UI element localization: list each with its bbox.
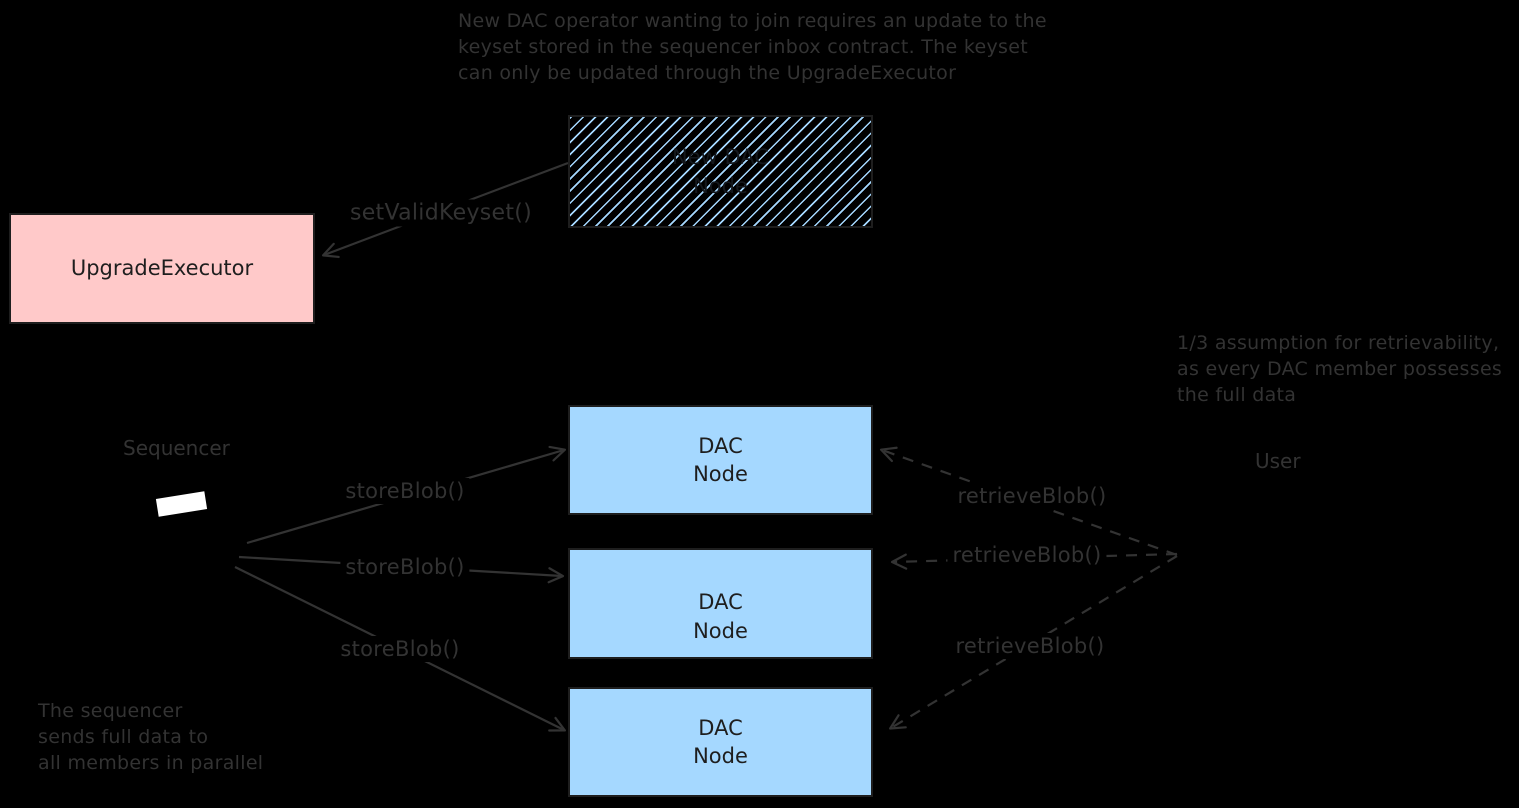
dac-node-label-2: DAC Node	[693, 590, 748, 643]
upgrade-executor-box: UpgradeExecutor	[9, 213, 315, 324]
sequencer-label: Sequencer	[123, 436, 230, 460]
sequencer-laptop-screen-icon	[155, 491, 208, 517]
retrieve-blob-edge-label-2: retrieveBlob()	[947, 542, 1107, 568]
store-blob-edge-label-2: storeBlob()	[340, 554, 470, 580]
store-blob-edge-label-1: storeBlob()	[340, 478, 470, 504]
note-retrievability-assumption: 1/3 assumption for retrievability, as ev…	[1177, 332, 1503, 406]
dac-node-label-1: DAC Node	[693, 433, 748, 486]
note-keyset-update: New DAC operator wanting to join require…	[458, 10, 1047, 84]
user-label: User	[1255, 449, 1301, 473]
upgrade-executor-label: UpgradeExecutor	[70, 256, 254, 281]
dac-node-box-3: DAC Node	[568, 687, 873, 797]
dac-node-box-1: DAC Node	[568, 405, 873, 515]
new-dac-node-label: New DAC Node	[672, 145, 769, 198]
dac-node-box-2: DAC Node	[568, 548, 873, 659]
set-valid-keyset-edge-label: setValidKeyset()	[344, 199, 538, 227]
retrieve-blob-edge-label-3: retrieveBlob()	[950, 633, 1110, 659]
new-dac-node-box: New DAC Node	[568, 115, 873, 228]
retrieve-blob-edge-label-1: retrieveBlob()	[952, 483, 1112, 509]
store-blob-edge-label-3: storeBlob()	[335, 636, 465, 662]
dac-node-label-3: DAC Node	[693, 715, 748, 768]
note-sequencer-parallel: The sequencer sends full data to all mem…	[38, 700, 264, 774]
